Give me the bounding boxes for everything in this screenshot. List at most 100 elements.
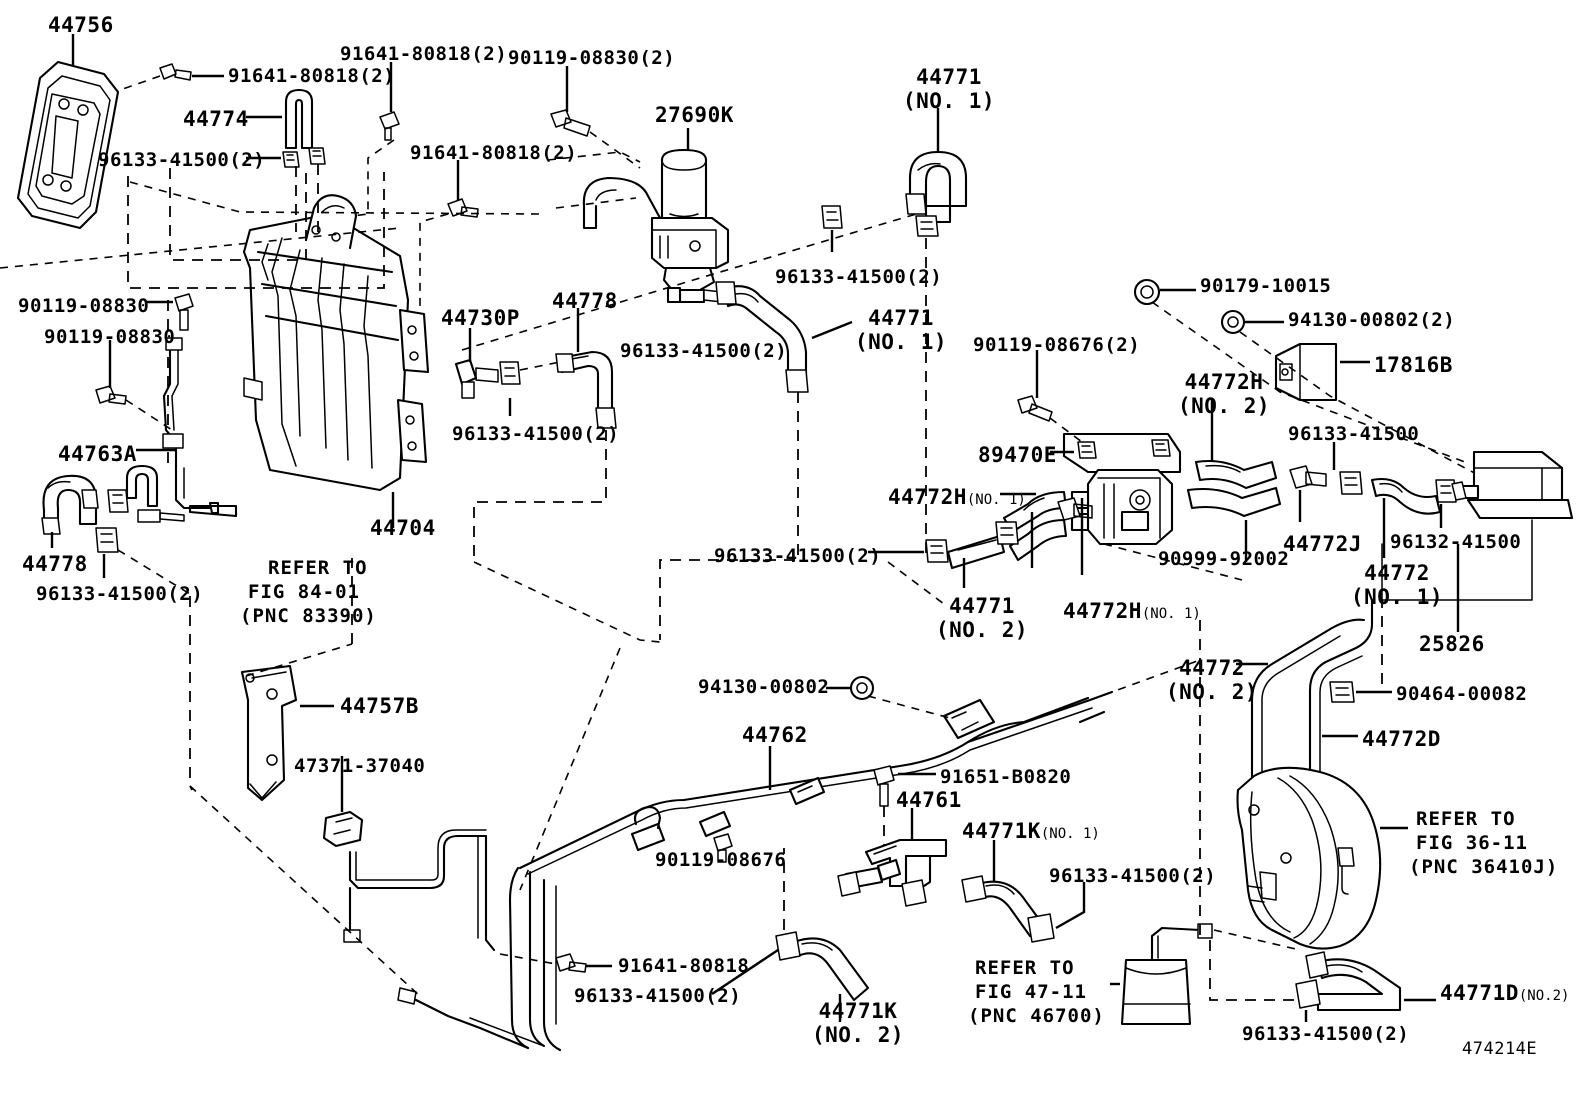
bolt-on-tube-lower (713, 833, 733, 863)
label-figure-id: 474214E (1462, 1039, 1538, 1059)
label-44761: 44761 (896, 788, 962, 812)
label-96133-41500-c: 96133-41500(2) (620, 340, 788, 362)
label-44778-left: 44778 (22, 552, 88, 576)
rod-end-left (137, 509, 185, 523)
label-44772J-right: 44772J (1283, 532, 1362, 556)
clamp-96133-right (1332, 442, 1363, 495)
label-refer-to-a: REFER TO (268, 557, 368, 579)
hose-clamp-44778-left (95, 489, 191, 595)
part-brake-booster (1236, 766, 1408, 950)
label-44772-no2: 44772(NO. 2) (1166, 656, 1259, 704)
washer-94130-00802-lower (826, 675, 951, 719)
label-96133-41500-b: 96133-41500(2) (775, 266, 943, 288)
label-25826: 25826 (1419, 632, 1485, 656)
part-44761-joint (837, 808, 948, 907)
clamp-96133-44771no2 (868, 539, 949, 605)
label-96133-41500-d: 96133-41500 (1288, 423, 1420, 445)
label-91641-80818-b: 91641-80818(2) (340, 43, 508, 65)
label-90119-08830-a: 90119-08830(2) (508, 47, 676, 69)
label-96133-41500-e: 96133-41500(2) (452, 423, 620, 445)
clamp-90464-00082 (1329, 681, 1392, 703)
label-pnc-46700: (PNC 46700) (968, 1005, 1105, 1027)
label-44771K-no2: 44771K(NO. 2) (812, 999, 905, 1047)
label-fig-84-01: FIG 84-01 (248, 581, 360, 603)
bolt-90119-top (550, 66, 641, 169)
label-pnc-36410J: (PNC 36410J) (1409, 856, 1559, 878)
callout-box-b (169, 166, 307, 261)
callout-diag-lower (189, 785, 421, 997)
part-44771K-no2-hose (711, 848, 870, 1022)
part-44762-tube-assy (508, 690, 1114, 1052)
part-44730P-switch (454, 328, 499, 399)
bolt-90119-left-a (145, 293, 194, 331)
label-90179-10015: 90179-10015 (1200, 275, 1332, 297)
label-refer-to-c: REFER TO (975, 957, 1075, 979)
label-94130-00802-a: 94130-00802(2) (1288, 309, 1456, 331)
part-fuel-filter (1110, 923, 1301, 1026)
part-44771K-no1-hose (961, 840, 1086, 943)
label-44771-no1-top: 44771(NO. 1) (903, 65, 996, 113)
part-27690K-vacuum-pump (547, 128, 730, 304)
label-96133-41500-i: 96133-41500(2) (574, 985, 742, 1007)
label-90119-08676-b: 90119-08676 (655, 849, 787, 871)
tube-left-branch (343, 829, 496, 952)
label-refer-to-b: REFER TO (1416, 808, 1516, 830)
bolt-91641-a (119, 63, 224, 91)
part-44704-pedal-support (242, 194, 430, 528)
washer-94130-00802 (1220, 309, 1481, 477)
label-90119-08830-c: 90119-08830 (44, 326, 176, 348)
part-90999-92002-valve-block (1070, 468, 1248, 581)
label-pnc-83390: (PNC 83390) (240, 605, 377, 627)
part-44772D-tube (1308, 598, 1374, 819)
label-90464-00082: 90464-00082 (1396, 683, 1528, 705)
dash-diag-top (461, 209, 931, 351)
part-44756-pedal-pad (16, 34, 120, 230)
label-44704: 44704 (370, 516, 436, 540)
label-89470E: 89470E (978, 443, 1057, 467)
label-44771D: 44771D(NO.2) (1440, 981, 1570, 1005)
callout-diag-b (0, 227, 401, 269)
label-90119-08830-b: 90119-08830 (18, 295, 150, 317)
callout-diag-right (1089, 659, 1201, 701)
label-90999-92002: 90999-92002 (1158, 548, 1290, 570)
label-44757B: 44757B (340, 694, 419, 718)
bolt-91641-lower (499, 953, 612, 973)
label-44772D: 44772D (1362, 727, 1441, 751)
label-44762: 44762 (742, 723, 808, 747)
bolt-91641-c (407, 160, 479, 329)
part-44763A-push-rod (125, 337, 238, 518)
part-44778-hose-left (41, 474, 99, 548)
label-44772H-no1-left: 44772H(NO. 1) (888, 485, 1026, 509)
label-44778-center: 44778 (552, 289, 618, 313)
part-44771-no1-mid (659, 281, 853, 640)
label-91651-B0820: 91651-B0820 (940, 766, 1072, 788)
clamp-below-44771-top (915, 215, 939, 560)
part-44778-hose-center (473, 308, 617, 560)
label-96133-41500-f: 96133-41500(2) (714, 545, 882, 567)
label-44771K-no1: 44771K(NO. 1) (962, 819, 1100, 843)
part-44774-clip (246, 88, 314, 150)
part-44771-no1-top (905, 108, 968, 224)
tube-end-left-lower (397, 987, 545, 1050)
label-44763A: 44763A (58, 442, 137, 466)
clamp-96132 (1435, 479, 1457, 528)
callout-box-lower-a (189, 596, 193, 791)
clamp-96133-top-right (821, 205, 843, 252)
part-44757B-bracket (240, 643, 353, 802)
label-91641-80818-c: 91641-80818(2) (410, 142, 578, 164)
label-96133-41500-h: 96133-41500(2) (1049, 865, 1217, 887)
part-44771-no2-hose (946, 534, 1006, 588)
label-96133-41500-j: 96133-41500(2) (1242, 1023, 1410, 1045)
label-fig-47-11: FIG 47-11 (975, 981, 1087, 1003)
label-94130-00802-b: 94130-00802 (698, 676, 830, 698)
hose-clamp-group-top (246, 147, 326, 168)
label-27690K: 27690K (655, 103, 734, 127)
label-96133-41500-g: 96133-41500(2) (36, 583, 204, 605)
part-25826-valve (1381, 450, 1574, 632)
label-47371-37040: 47371-37040 (294, 755, 426, 777)
label-44772-no1: 44772(NO. 1) (1351, 561, 1444, 609)
callout-box-a (127, 172, 385, 289)
label-44771-no1-mid: 44771(NO. 1) (855, 306, 948, 354)
